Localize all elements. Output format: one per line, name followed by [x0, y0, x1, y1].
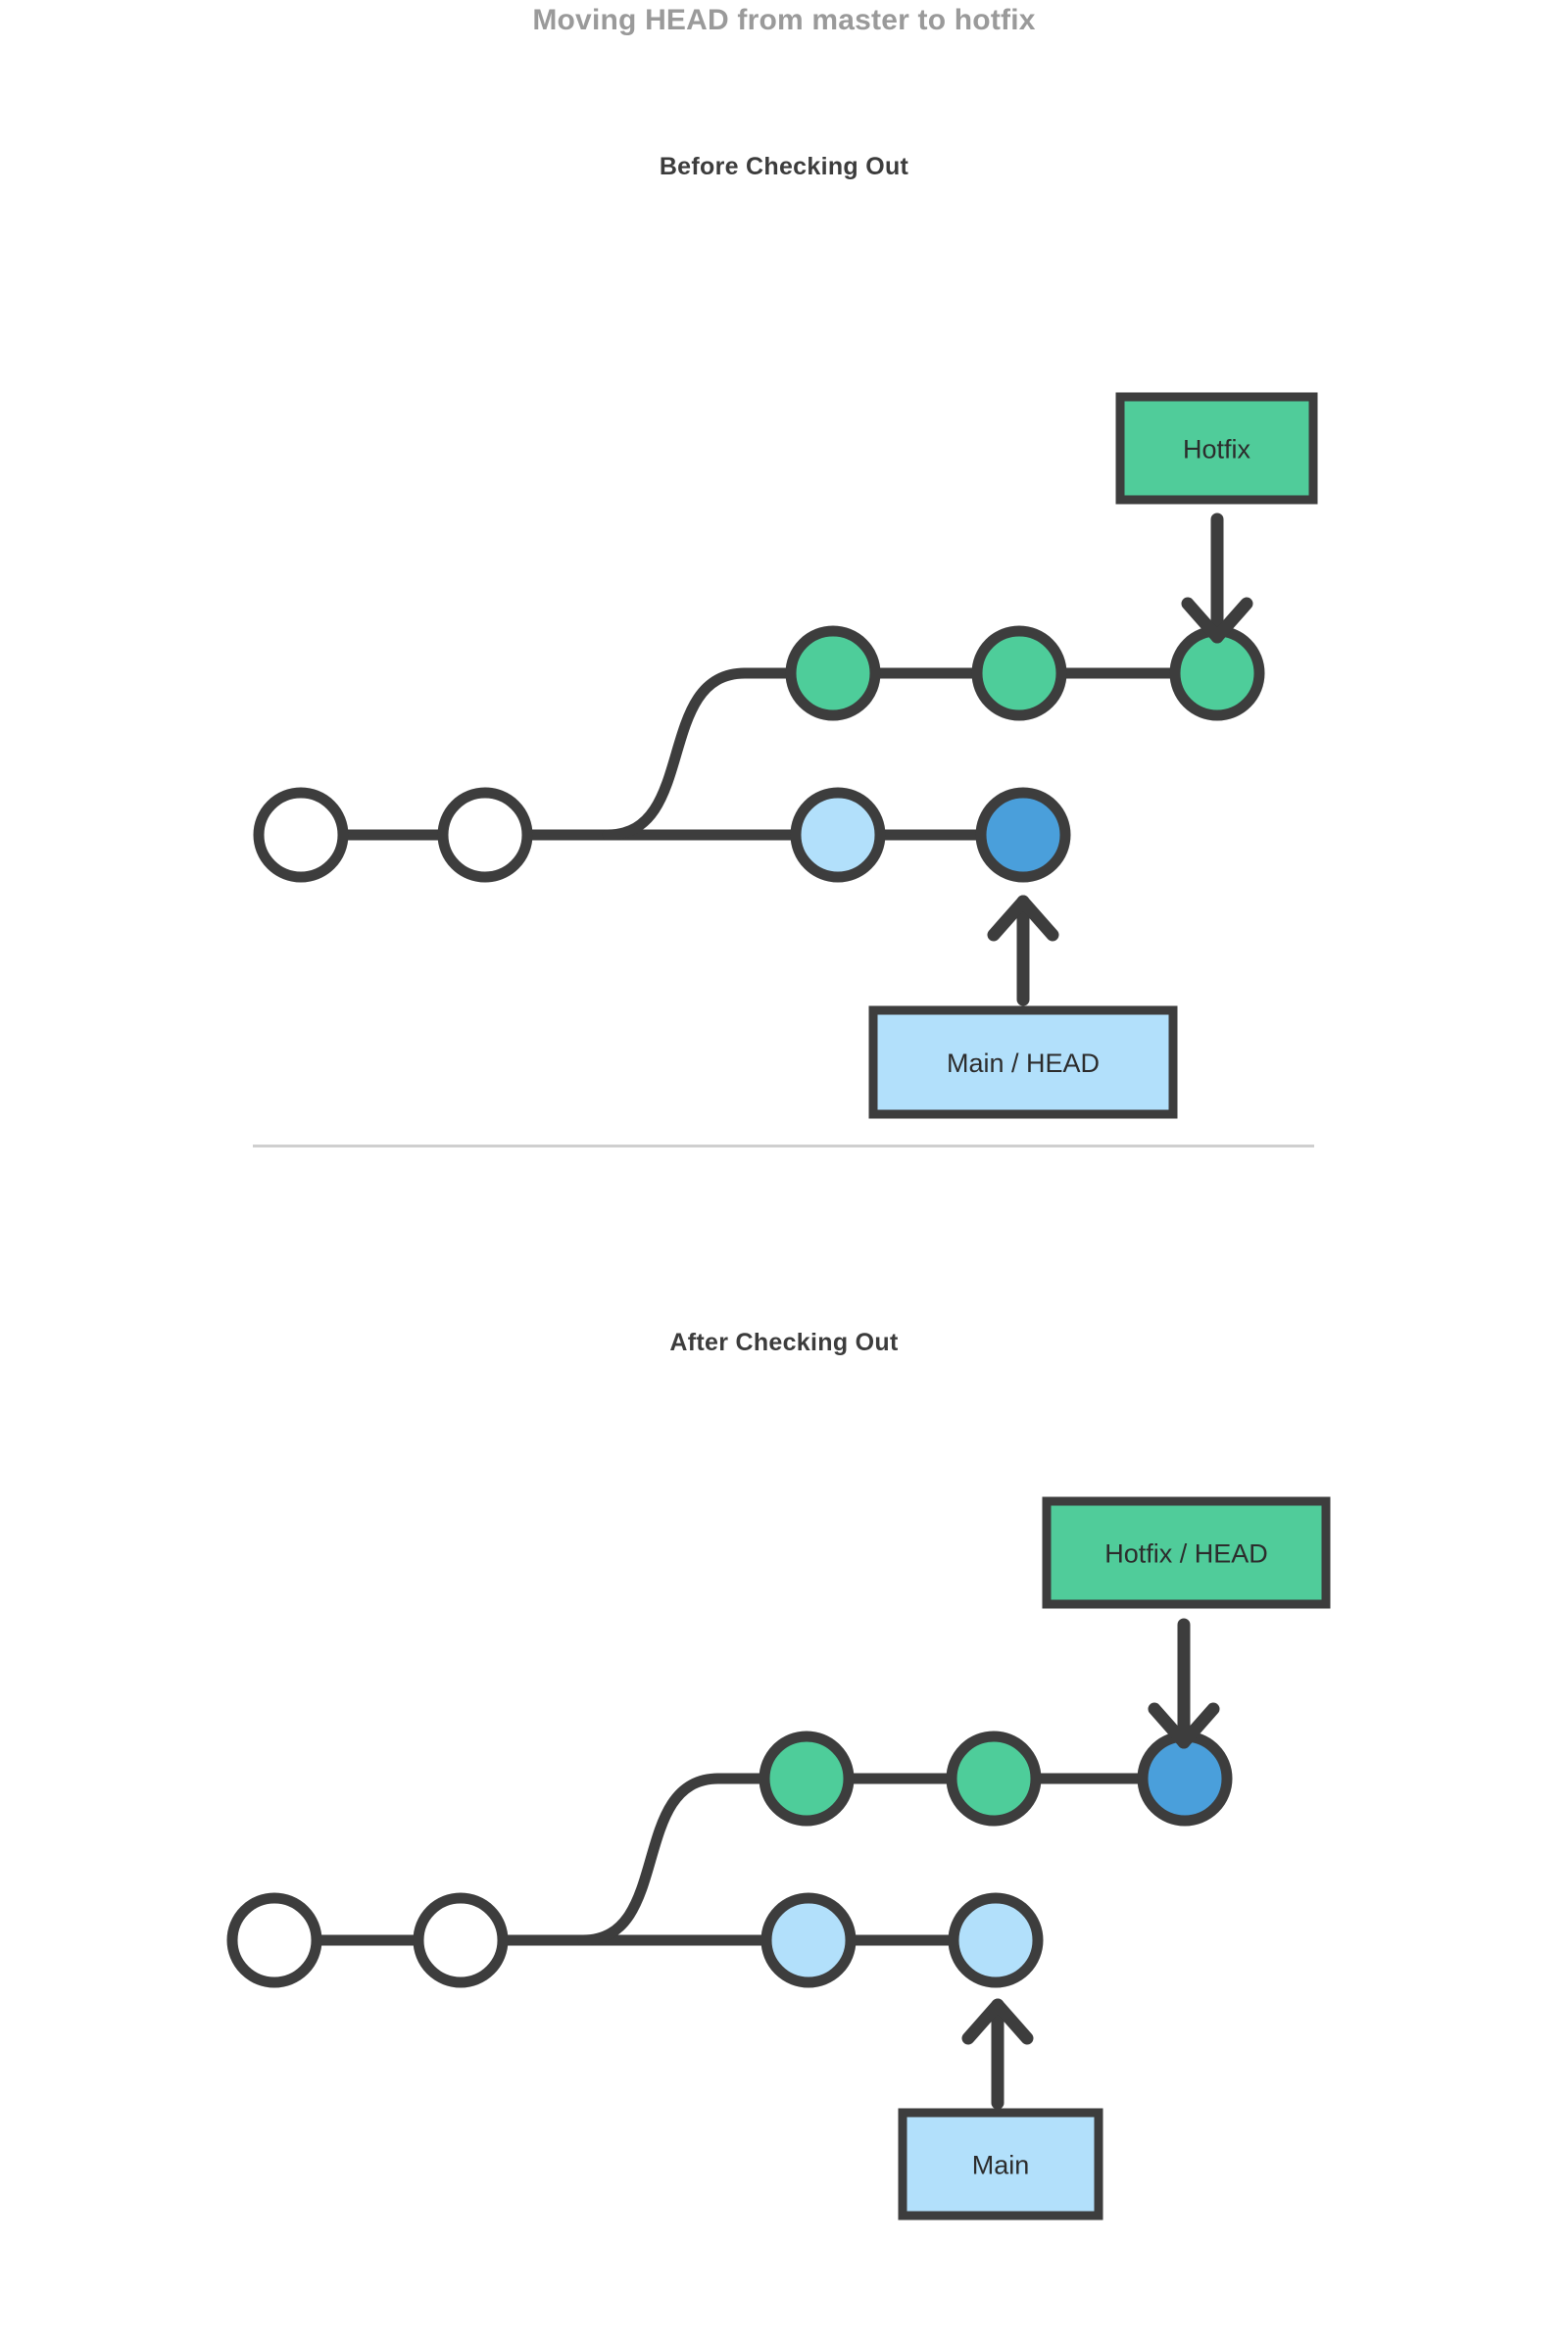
- branch-fork-curve: [602, 667, 751, 841]
- hotfix-label-box[interactable]: Hotfix: [1115, 392, 1318, 505]
- commit-hotfix-1: [785, 625, 881, 721]
- main-head-label-box[interactable]: Main / HEAD: [868, 1005, 1178, 1119]
- commit-base-1: [226, 1892, 322, 1988]
- section-heading-after: After Checking Out: [669, 1329, 899, 1356]
- main-up-arrow-head: [961, 1998, 1034, 2045]
- commit-base-1: [253, 787, 349, 883]
- main-head-label-box-rect[interactable]: [868, 1005, 1178, 1119]
- commit-base-2: [413, 1892, 509, 1988]
- hotfix-down-arrow-head: [1181, 597, 1253, 644]
- main-up-arrow-head: [987, 895, 1059, 942]
- main-label-box-rect[interactable]: [898, 2108, 1103, 2220]
- section-heading-before: Before Checking Out: [659, 153, 909, 180]
- branch-fork-curve: [577, 1773, 724, 1946]
- commit-main-1: [760, 1892, 857, 1988]
- page-title: Moving HEAD from master to hotfix: [532, 4, 1036, 36]
- commit-main-2: [948, 1892, 1044, 1988]
- commit-main-1: [790, 787, 886, 883]
- commit-hotfix-3: [1169, 625, 1265, 721]
- hotfix-head-label-box[interactable]: Hotfix / HEAD: [1042, 1496, 1331, 1609]
- hotfix-head-label-box-rect[interactable]: [1042, 1496, 1331, 1609]
- hotfix-label-box-text: Hotfix: [1183, 435, 1251, 464]
- main-head-label-box-text: Main / HEAD: [947, 1049, 1100, 1078]
- commit-hotfix-1: [759, 1731, 855, 1827]
- commit-hotfix-2: [971, 625, 1067, 721]
- hotfix-head-label-box-text: Hotfix / HEAD: [1104, 1539, 1268, 1569]
- commit-hotfix-2: [946, 1731, 1042, 1827]
- main-up-arrow: [987, 895, 1059, 1006]
- commit-hotfix-head: [1137, 1731, 1233, 1827]
- commit-base-2: [437, 787, 533, 883]
- main-label-box[interactable]: Main: [898, 2108, 1103, 2220]
- git-graph-after: Hotfix / HEAD Main: [226, 1496, 1331, 2220]
- main-up-arrow: [961, 1998, 1034, 2110]
- section-after-checking-out: After Checking Out Hotfix / HEAD Main: [0, 1303, 1568, 2283]
- hotfix-label-box-rect[interactable]: [1115, 392, 1318, 505]
- main-label-box-text: Main: [972, 2151, 1030, 2180]
- hotfix-down-arrow: [1148, 1618, 1220, 1749]
- commit-main-head: [975, 787, 1071, 883]
- section-divider: [253, 1145, 1314, 1147]
- hotfix-down-arrow-head: [1148, 1702, 1220, 1749]
- hotfix-down-arrow: [1181, 512, 1253, 644]
